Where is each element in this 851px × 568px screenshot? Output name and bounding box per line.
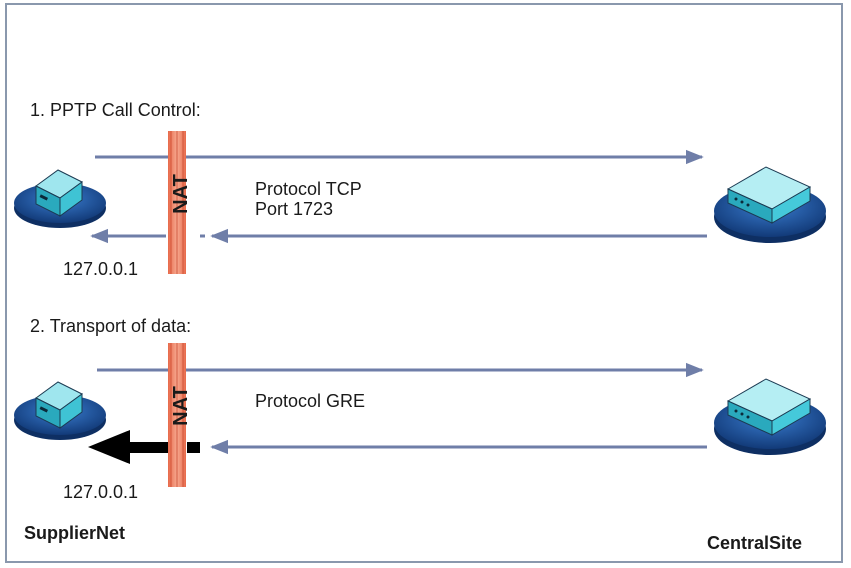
section1-ip: 127.0.0.1 bbox=[63, 259, 139, 279]
right-site-label: CentralSite bbox=[707, 533, 803, 553]
section2-arrows bbox=[88, 362, 707, 464]
section2-ip: 127.0.0.1 bbox=[63, 482, 139, 502]
section1-protocol: Protocol TCP bbox=[255, 179, 362, 199]
central-router-1 bbox=[714, 166, 826, 243]
diagram-frame bbox=[5, 3, 843, 563]
left-site-label: SupplierNet bbox=[24, 523, 126, 543]
nat-bar-2 bbox=[168, 343, 186, 487]
section2-heading: 2. Transport of data: bbox=[30, 316, 192, 336]
supplier-device-2 bbox=[14, 381, 106, 440]
nat-bar-1 bbox=[168, 131, 186, 274]
supplier-device-1 bbox=[14, 169, 106, 228]
section1-heading: 1. PPTP Call Control: bbox=[30, 100, 201, 120]
nat-label-1: NAT bbox=[169, 174, 192, 214]
section2-protocol: Protocol GRE bbox=[255, 391, 366, 411]
central-router-2 bbox=[714, 378, 826, 455]
section1-port: Port 1723 bbox=[255, 199, 334, 219]
nat-label-2: NAT bbox=[169, 386, 192, 426]
section1-arrows bbox=[90, 149, 707, 244]
bold-return-arrow bbox=[88, 430, 200, 464]
